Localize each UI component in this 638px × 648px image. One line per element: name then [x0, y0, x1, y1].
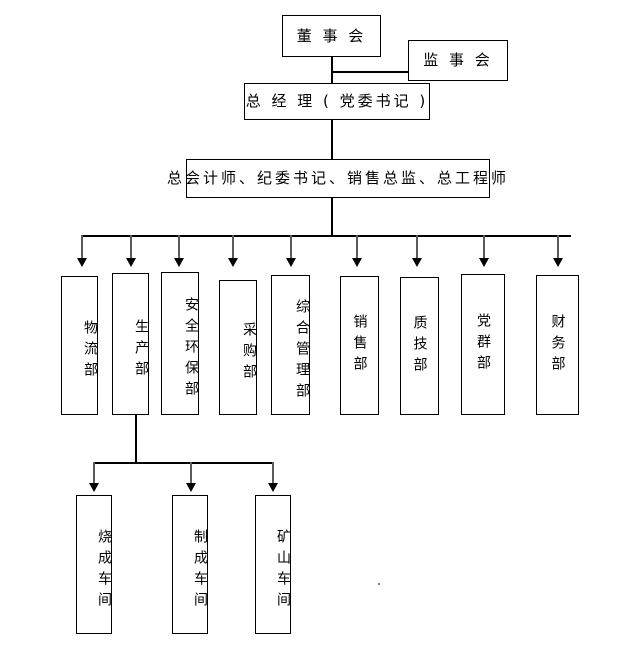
node-department-purchasing[interactable]: 采购部 [219, 280, 257, 415]
connector-to-mine-workshop [272, 462, 274, 486]
node-supervisory-board[interactable]: 监 事 会 [408, 40, 508, 81]
node-department-finance-label: 财务部 [549, 313, 566, 377]
connector-to-quality-tech [416, 235, 418, 261]
arrow-to-quality-tech [412, 258, 422, 267]
node-department-sales-label: 销售部 [351, 314, 368, 377]
arrow-to-firing-workshop [89, 483, 99, 492]
node-department-party-mass-label: 党群部 [475, 313, 491, 376]
departments-distribution-bar [81, 235, 571, 237]
connector-to-finance [557, 235, 559, 261]
connector-to-purchasing [232, 235, 234, 261]
node-workshop-forming-label: 制成车间 [192, 528, 208, 613]
arrow-to-production [126, 258, 136, 267]
connector-board-to-gm [331, 57, 333, 83]
connector-to-sales [356, 235, 358, 261]
node-executives[interactable]: 总会计师、纪委书记、销售总监、总工程师 [167, 159, 506, 198]
node-department-general-mgmt[interactable]: 综合管理部 [271, 275, 310, 415]
workshops-distribution-bar [93, 462, 273, 464]
node-department-quality-tech[interactable]: 质技部 [400, 277, 439, 415]
node-workshop-firing[interactable]: 烧成车间 [76, 495, 112, 634]
node-workshop-firing-label: 烧成车间 [96, 528, 112, 613]
node-workshop-mine[interactable]: 矿山车间 [255, 495, 291, 634]
node-department-production[interactable]: 生产部 [112, 273, 149, 415]
node-workshop-forming[interactable]: 制成车间 [172, 495, 208, 634]
node-department-finance[interactable]: 财务部 [536, 275, 579, 415]
node-department-logistics-label: 物流部 [82, 320, 98, 383]
connector-to-forming-workshop [190, 462, 192, 486]
node-department-safety-env-label: 安全环保部 [183, 297, 199, 402]
arrow-to-mine-workshop [268, 483, 278, 492]
arrow-to-forming-workshop [186, 483, 196, 492]
node-board-of-directors-label: 董 事 会 [296, 26, 367, 45]
scan-speck [378, 583, 380, 585]
node-department-quality-tech-label: 质技部 [411, 314, 428, 378]
node-general-manager[interactable]: 总 经 理 ( 党委书记 ) [244, 83, 430, 120]
connector-to-safety-env [178, 235, 180, 261]
connector-executives-to-departments [331, 198, 333, 236]
arrow-to-finance [553, 258, 563, 267]
connector-gm-to-executives [331, 120, 333, 160]
node-department-sales[interactable]: 销售部 [340, 276, 379, 415]
connector-to-logistics [81, 235, 83, 261]
node-department-production-label: 生产部 [133, 318, 149, 382]
node-board-of-directors[interactable]: 董 事 会 [282, 15, 381, 57]
node-supervisory-board-label: 监 事 会 [423, 51, 493, 70]
connector-to-firing-workshop [93, 462, 95, 486]
node-workshop-mine-label: 矿山车间 [275, 528, 291, 613]
node-department-safety-env[interactable]: 安全环保部 [161, 272, 199, 415]
arrow-to-logistics [77, 258, 87, 267]
connector-to-production [130, 235, 132, 261]
arrow-to-party-mass [479, 258, 489, 267]
connector-to-party-mass [483, 235, 485, 261]
connector-production-to-workshops [135, 415, 137, 463]
node-department-purchasing-label: 采购部 [241, 322, 257, 385]
node-department-logistics[interactable]: 物流部 [61, 276, 98, 415]
arrow-to-general-mgmt [286, 258, 296, 267]
arrow-to-sales [352, 258, 362, 267]
connector-to-general-mgmt [290, 235, 292, 261]
node-executives-label: 总会计师、纪委书记、销售总监、总工程师 [167, 169, 510, 188]
node-department-party-mass[interactable]: 党群部 [461, 274, 505, 415]
arrow-to-purchasing [228, 258, 238, 267]
connector-board-to-supervisory [331, 71, 409, 73]
node-general-manager-label: 总 经 理 ( 党委书记 ) [245, 92, 429, 111]
arrow-to-safety-env [174, 258, 184, 267]
node-department-general-mgmt-label: 综合管理部 [294, 298, 310, 404]
